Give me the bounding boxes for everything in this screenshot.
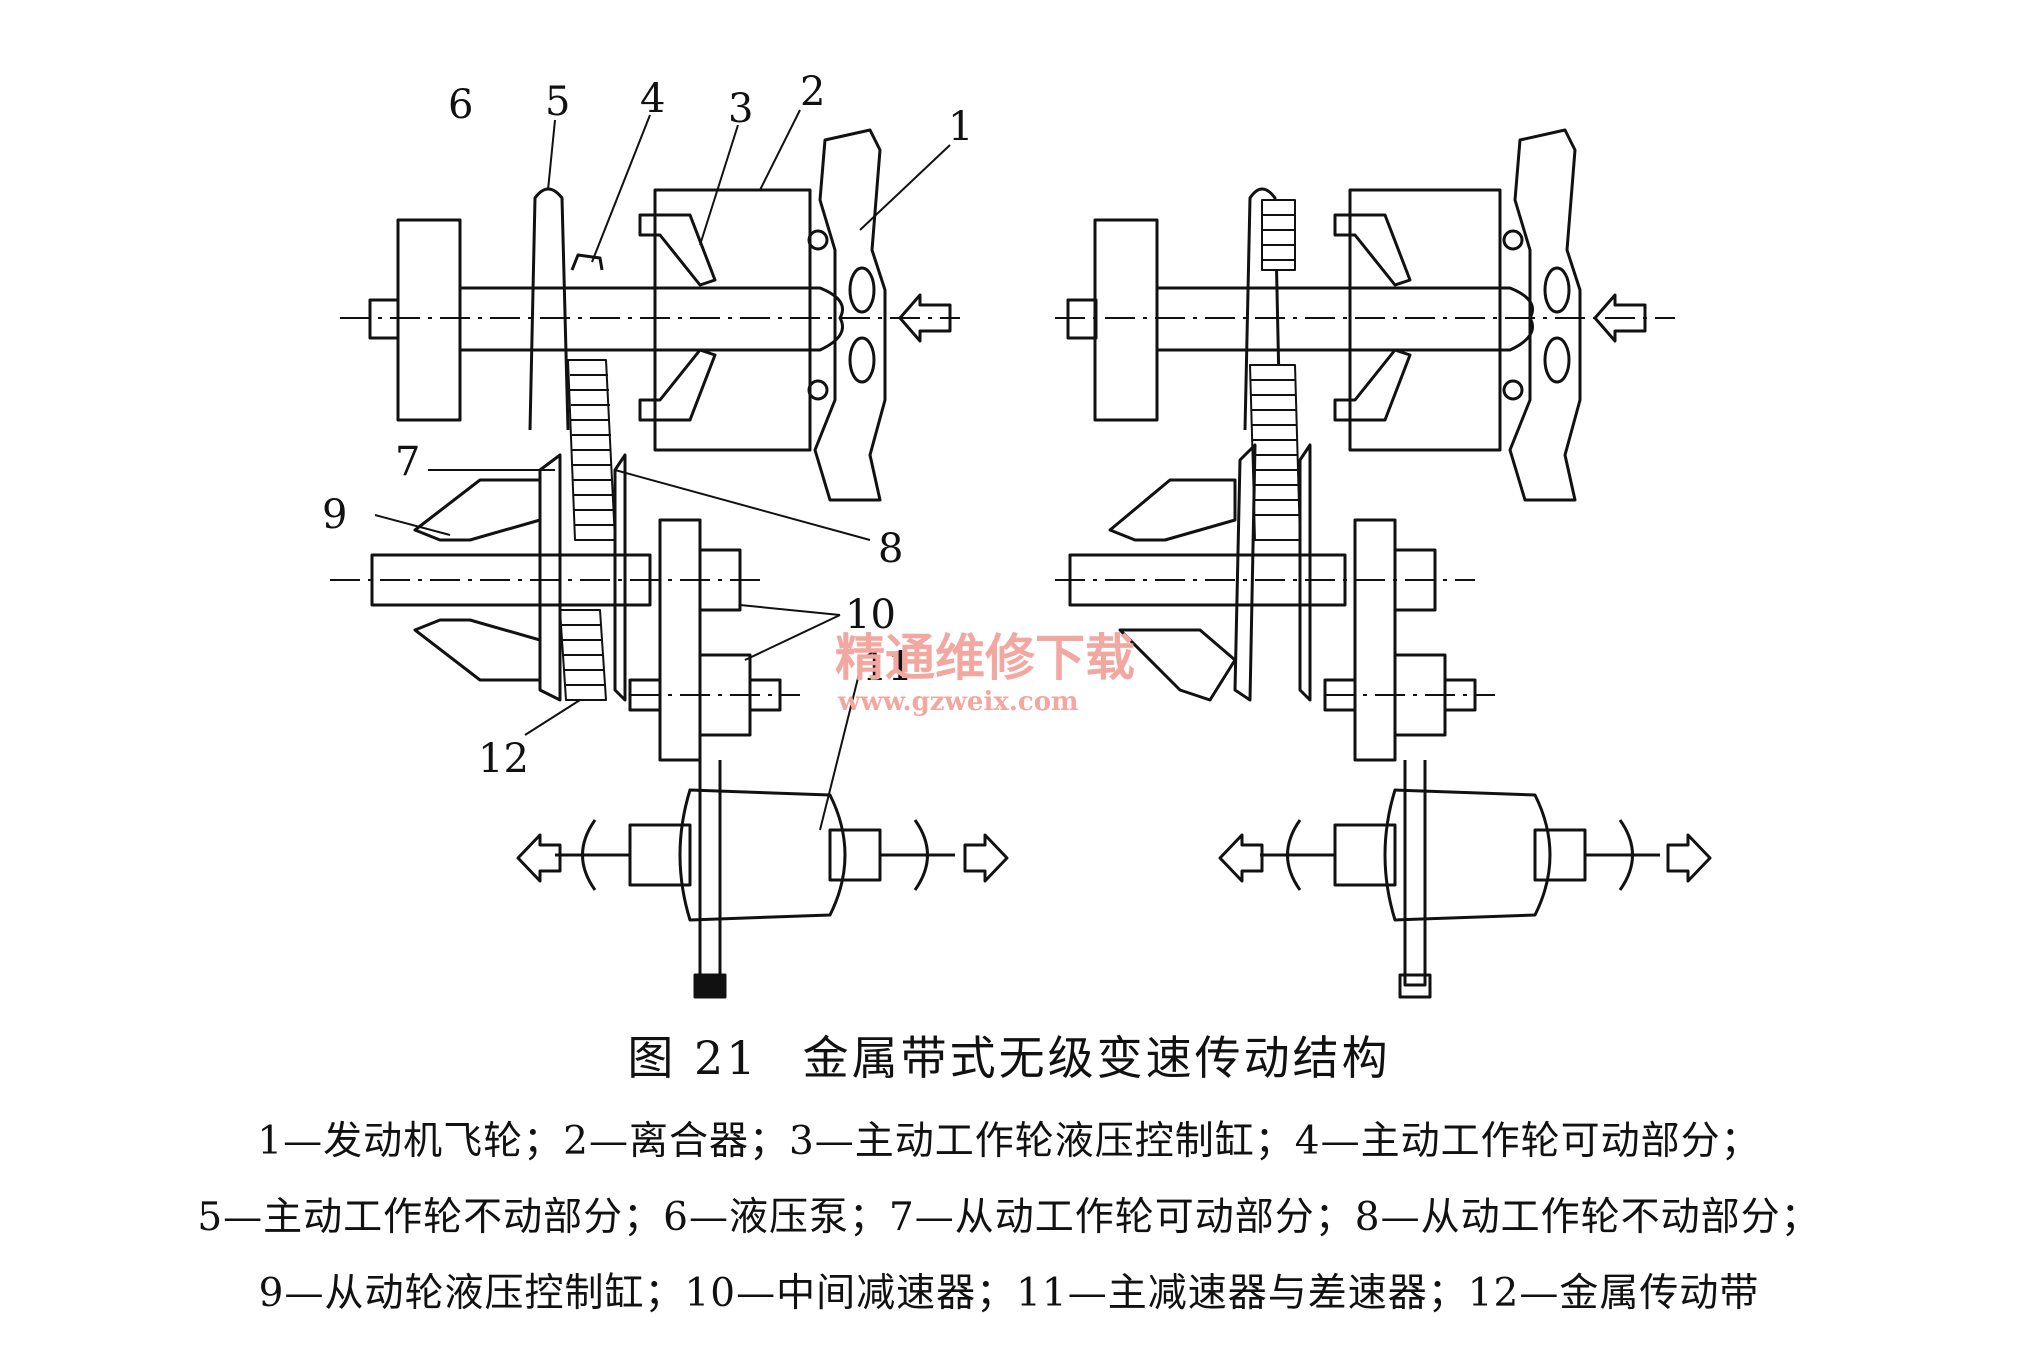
callout-10: 10 <box>845 592 896 638</box>
clutch-roller-upper-r <box>1543 266 1571 314</box>
cv-joint-left <box>581 819 597 891</box>
callout-labels: 1 2 3 4 5 6 7 8 9 10 11 12 <box>322 69 973 782</box>
intermediate-gear <box>658 518 702 762</box>
secondary-cylinder-top-r <box>1108 478 1237 542</box>
callout-leaders <box>374 109 951 831</box>
left-mechanism <box>330 128 1009 999</box>
callout-4: 4 <box>640 76 665 122</box>
legend-line-2: 5—主动工作轮不动部分；6—液压泵；7—从动工作轮可动部分；8—从动工作轮不动部… <box>197 1195 1821 1240</box>
intermediate-gear-hub <box>698 548 742 612</box>
callout-3: 3 <box>728 86 753 132</box>
clutch-housing-r <box>1348 188 1502 452</box>
watermark-cn: 精通维修下载 <box>835 628 1135 687</box>
secondary-movable-sheave <box>538 453 562 702</box>
callout-2: 2 <box>800 69 825 115</box>
clutch-housing <box>653 188 812 452</box>
legend-line-1: 1—发动机飞轮；2—离合器；3—主动工作轮液压控制缸；4—主动工作轮可动部分； <box>257 1119 1761 1164</box>
reducer-hub-left-r <box>1323 678 1357 712</box>
clutch-roller-lower-r <box>1543 336 1571 384</box>
final-drive-shaft-r <box>1403 760 1427 987</box>
callout-11: 11 <box>862 644 913 690</box>
secondary-shaft <box>370 553 652 607</box>
cv-joint-right-r <box>1618 819 1634 891</box>
output-arrow-right <box>963 833 1009 883</box>
secondary-movable-sheave-r <box>1233 443 1257 702</box>
clutch-roller-upper <box>848 266 876 314</box>
primary-movable-sheave <box>570 253 604 271</box>
legend-line-3: 9—从动轮液压控制缸；10—中间减速器；11—主减速器与差速器；12—金属传动带 <box>258 1271 1760 1316</box>
metal-belt-right <box>1249 199 1301 541</box>
callout-1: 1 <box>948 104 973 150</box>
primary-shaft <box>460 286 844 352</box>
callout-7: 7 <box>395 439 420 485</box>
right-mechanism <box>1055 128 1712 999</box>
reducer-hub-left <box>628 678 662 712</box>
primary-cylinder-top <box>638 213 717 287</box>
clutch-disc-assembly <box>813 128 887 502</box>
primary-cylinder-bottom-r <box>1333 348 1412 422</box>
flywheel-hub-r <box>1066 298 1098 340</box>
callout-6: 6 <box>448 82 473 128</box>
callout-5: 5 <box>545 79 570 125</box>
clutch-ball-upper <box>807 229 829 251</box>
input-arrow <box>898 293 952 343</box>
reducer-hub-right-r <box>1443 678 1477 712</box>
callout-9: 9 <box>322 492 347 538</box>
figure-title-text: 金属带式无级变速传动结构 <box>802 1031 1391 1085</box>
clutch-disc-assembly-r <box>1508 128 1582 502</box>
callout-8: 8 <box>878 526 903 572</box>
clutch-roller-lower <box>848 336 876 384</box>
output-arrow-left <box>516 833 562 883</box>
flywheel-block <box>396 218 462 422</box>
final-drive-block-r <box>1398 973 1432 999</box>
differential-hub-right-r <box>1533 828 1587 882</box>
secondary-fixed-sheave <box>613 453 627 702</box>
clutch-ball-upper-r <box>1502 229 1524 251</box>
secondary-fixed-sheave-r <box>1298 443 1312 702</box>
primary-fixed-sheave <box>528 187 570 431</box>
intermediate-gear-hub-r <box>1393 548 1437 612</box>
figure-title: 图 21 金属带式无级变速传动结构 <box>0 1022 2018 1088</box>
final-drive-block <box>693 973 727 999</box>
final-drive-shaft <box>698 760 722 987</box>
cv-joint-left-r <box>1286 819 1302 891</box>
primary-cylinder-bottom <box>638 348 717 422</box>
input-arrow-r <box>1593 293 1647 343</box>
intermediate-gear-r <box>1353 518 1397 762</box>
watermark: 精通维修下载 www.gzweix.com <box>835 628 1135 717</box>
secondary-cylinder-bottom-r <box>1118 628 1237 702</box>
output-arrow-right-r <box>1666 833 1712 883</box>
clutch-ball-lower-r <box>1502 379 1524 401</box>
differential-hub-right <box>828 828 882 882</box>
metal-belt-left <box>559 359 616 701</box>
primary-cylinder-top-r <box>1333 213 1412 287</box>
reducer-hub-right <box>748 678 782 712</box>
flywheel-block-r <box>1093 218 1159 422</box>
secondary-cylinder-bottom <box>413 618 542 682</box>
callout-12: 12 <box>478 736 529 782</box>
watermark-url: www.gzweix.com <box>837 687 1079 717</box>
output-arrow-left-r <box>1218 833 1264 883</box>
clutch-ball-lower <box>807 379 829 401</box>
differential-housing-r <box>1383 788 1552 922</box>
flywheel-hub <box>368 298 400 340</box>
cv-joint-right <box>913 819 929 891</box>
differential-housing <box>678 788 847 922</box>
figure-number: 图 21 <box>627 1031 759 1085</box>
primary-fixed-sheave-r <box>1243 187 1282 431</box>
